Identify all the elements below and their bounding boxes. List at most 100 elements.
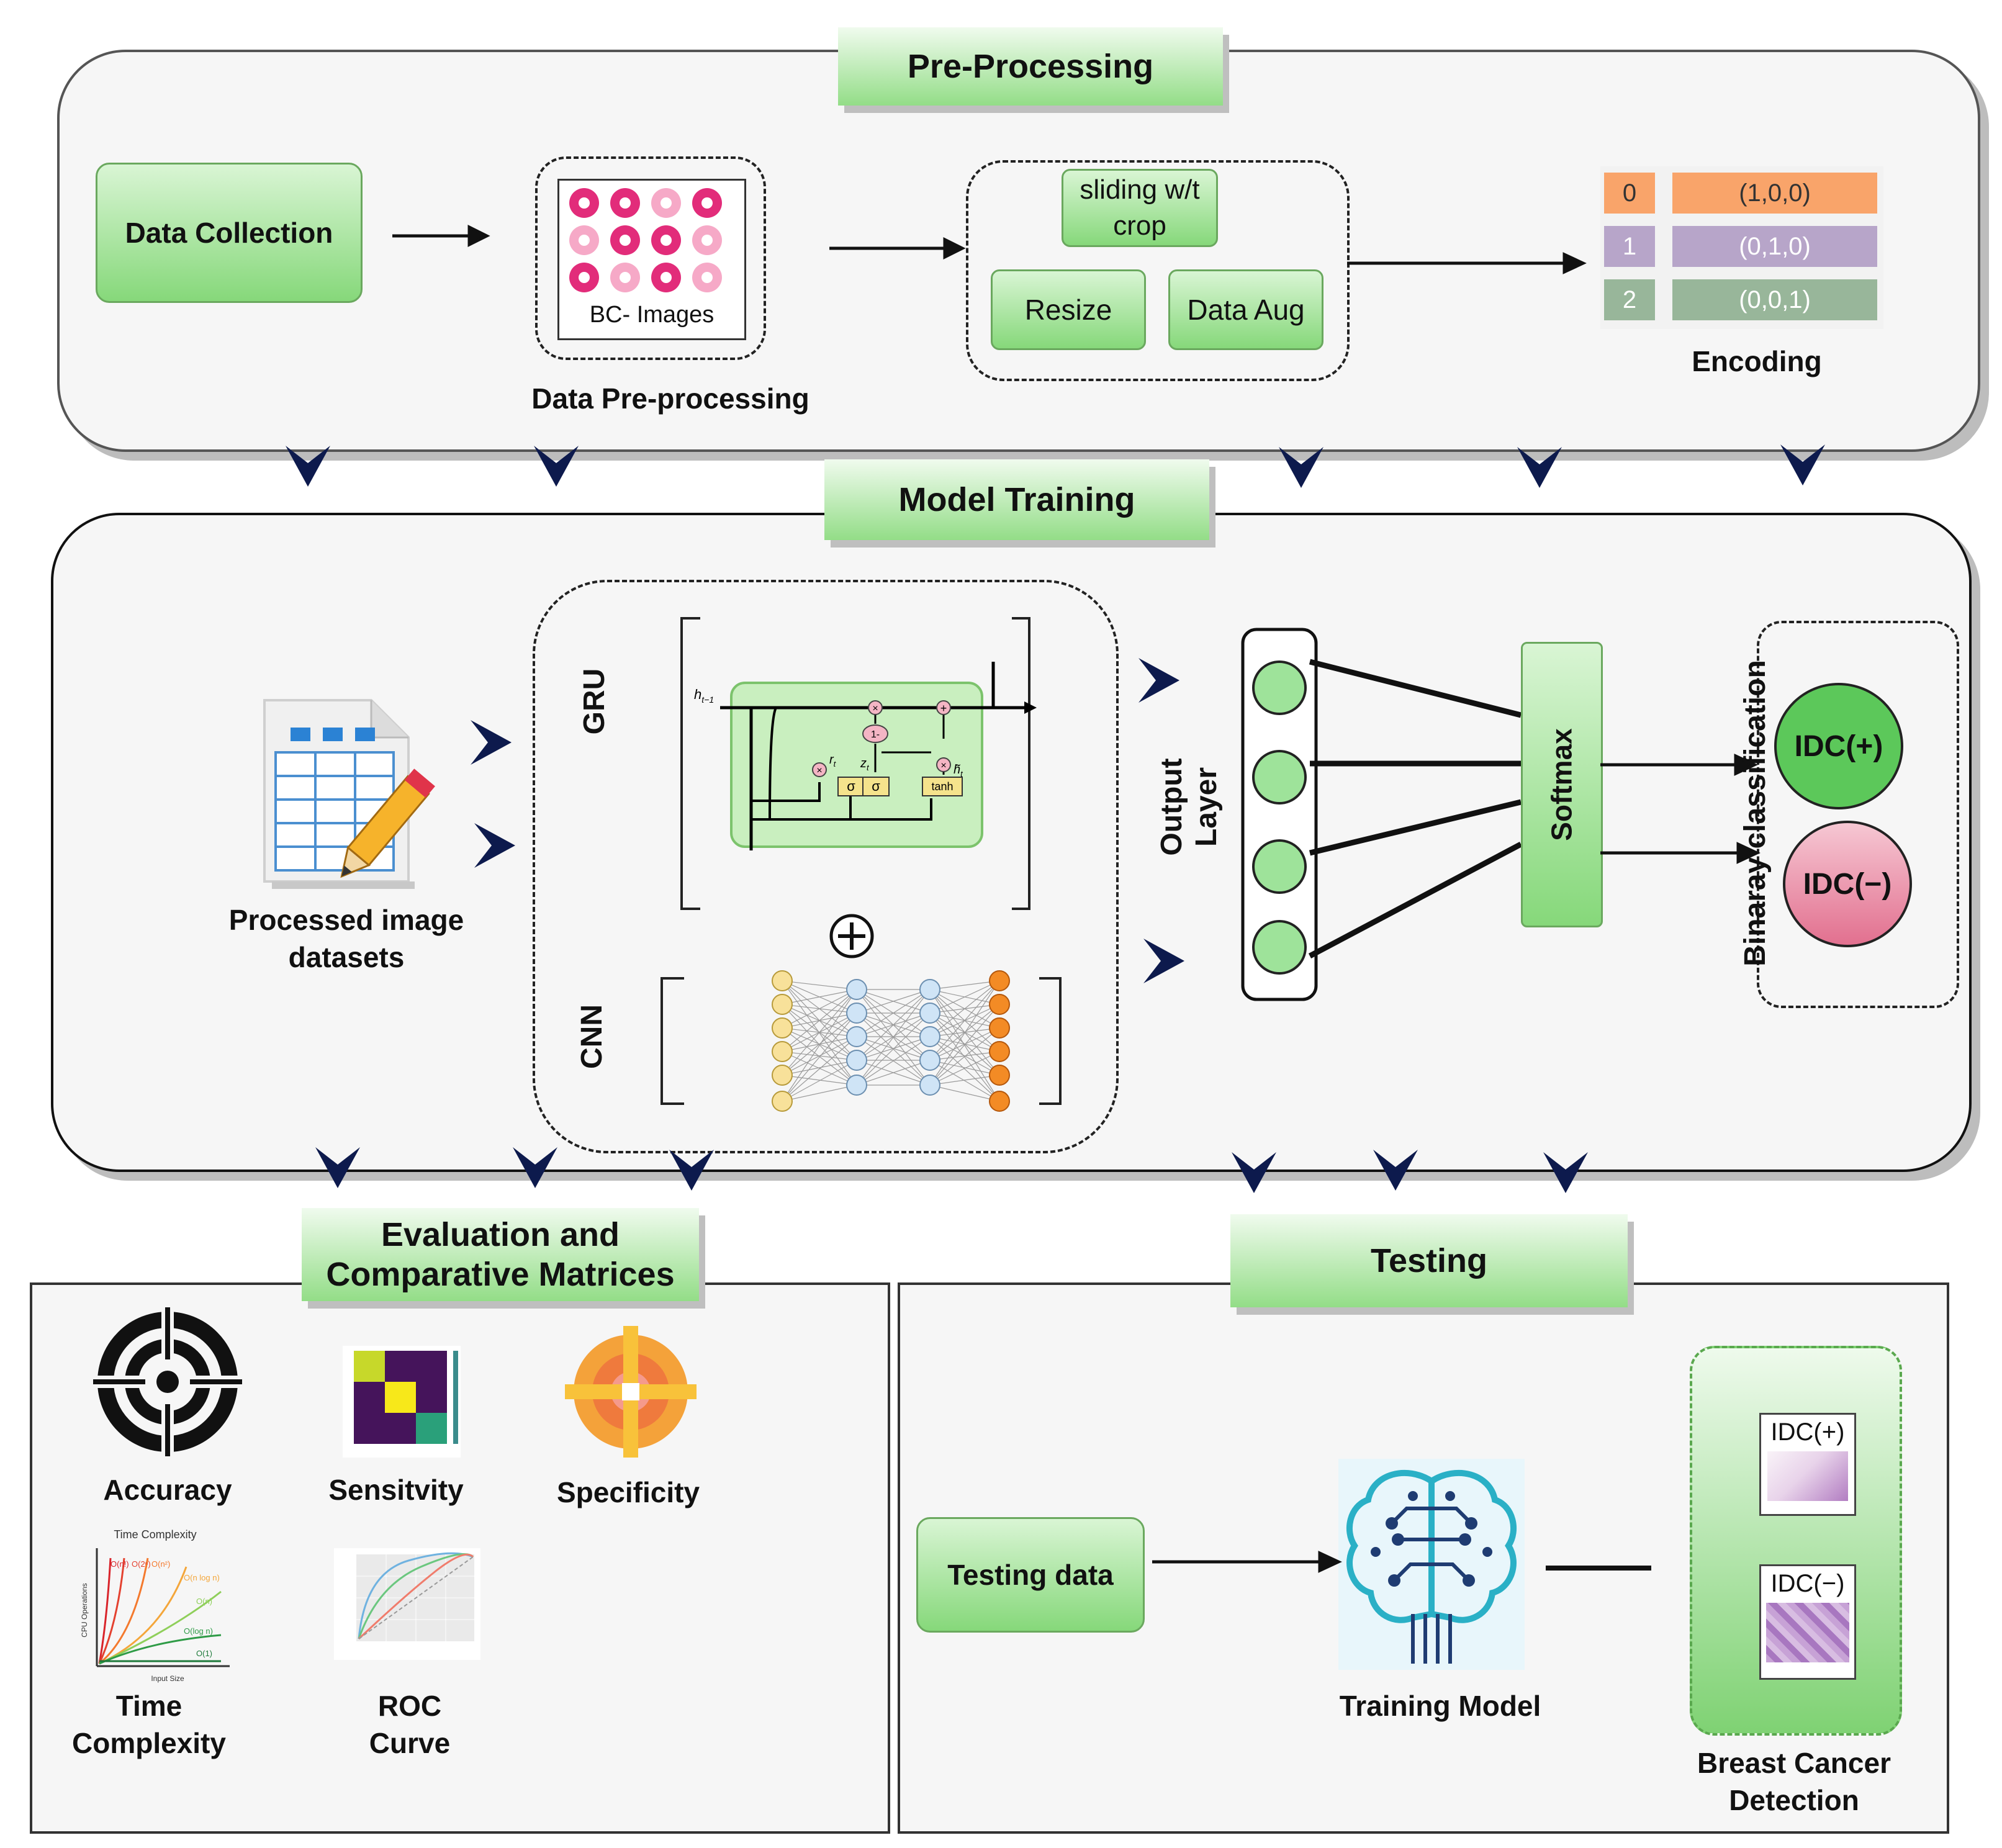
cnn-connection [782,1012,857,1102]
svg-text:O(n²): O(n²) [151,1559,170,1569]
time-complexity-label: Time Complexity [72,1690,226,1759]
cnn-neuron [989,970,1010,991]
encoding-row-vector: (0,0,1) [1672,279,1877,320]
cnn-connection [856,1012,931,1061]
svg-text:zt: zt [860,757,870,772]
encoding-row-index: 0 [1604,173,1655,214]
roc-curve-chart [334,1548,480,1660]
idc-negative-patch [1766,1603,1849,1662]
cnn-connection [782,1051,857,1086]
cnn-connection [929,980,1000,1086]
cnn-connection [782,989,857,1005]
cnn-neuron [989,1041,1010,1062]
sliding-crop-box: sliding w/t crop [1062,169,1218,247]
encoding-row-vector: (1,0,0) [1672,173,1877,214]
encoding-row-vector: (0,1,0) [1672,226,1877,267]
idc-positive-patch [1767,1451,1848,1501]
svg-text:h̃t: h̃t [954,763,963,778]
specificity-label: Specificity [556,1476,700,1508]
training-model-label: Training Model [1339,1690,1541,1722]
cnn-neuron [772,1065,793,1086]
softmax-box: Softmax [1521,642,1603,927]
cnn-neuron [919,1075,940,1096]
bc-image-icon-detail [701,235,713,246]
svg-text:σ: σ [847,778,855,794]
svg-text:CPU Operations: CPU Operations [80,1583,89,1637]
bc-image-icon-detail [661,197,672,209]
evaluation-title: Evaluation and Comparative Matrices [302,1208,699,1301]
data-aug-box: Data Aug [1168,269,1323,350]
cnn-connection [782,1060,857,1076]
cnn-connection [856,989,931,1037]
cnn-connection [856,989,931,1061]
svg-text:Input Size: Input Size [151,1674,184,1683]
idc-negative-label: IDC(−) [1803,867,1892,901]
cnn-connection [929,1060,1000,1076]
encoding-label: Encoding [1692,345,1822,377]
data-preprocessing-label: Data Pre-processing [531,382,809,415]
encoding-row: 2 (0,0,1) [1604,279,1880,320]
cnn-connection [929,980,1000,1061]
gru-label: GRU [578,668,611,735]
cnn-connection [856,989,931,1086]
cnn-neuron [919,979,940,1000]
idc-positive-node: IDC(+) [1774,683,1903,809]
gru-cell-diagram: × + 1- × × σ σ tanh ht−1 rt zt h̃t [680,617,1037,910]
roc-curve-label: ROC Curve [369,1690,451,1759]
cnn-connection [929,980,1000,990]
cnn-connection [929,1004,1000,1086]
preprocessing-ops-dashed-box [966,160,1350,381]
cnn-neuron [919,1050,940,1071]
cnn-neuron [772,1041,793,1062]
cnn-neuron [846,1026,867,1047]
svg-text:σ: σ [872,778,880,794]
cnn-connection [856,989,931,1014]
binary-classification-label: Binaray classification [1739,660,1772,967]
cnn-connection [782,989,857,1102]
cnn-connection [929,1060,1000,1102]
cnn-connection [782,980,857,1086]
cnn-connection [782,1084,857,1102]
cnn-connection [929,989,1000,1102]
cnn-neuron [989,994,1010,1015]
cnn-connection [782,1036,857,1102]
cnn-neuron [846,1050,867,1071]
svg-text:×: × [872,703,878,714]
bc-image-icon-detail [701,197,713,209]
encoding-row-index: 1 [1604,226,1655,267]
svg-text:Time Complexity: Time Complexity [114,1528,196,1541]
encoding-row: 0 (1,0,0) [1604,173,1880,214]
output-to-softmax-network [1241,628,1523,1001]
bc-image-icon-detail [579,235,590,246]
time-complexity-chart: Time Complexity CPU Operations Input Siz… [80,1528,230,1683]
bc-image-icon-detail [620,272,631,283]
bc-icons-grid [569,188,722,292]
svg-text:×: × [940,760,946,771]
preprocessing-title: Pre-Processing [838,27,1223,106]
cnn-connection [929,1027,1000,1086]
gru-cnn-dashed-box [533,580,1119,1153]
detection-idc-positive-tile: IDC(+) [1759,1413,1856,1516]
bc-images-thumbnail: BC- Images [557,179,746,340]
cnn-neuron [919,1003,940,1024]
cnn-diagram [661,970,1062,1112]
confusion-matrix-icon [343,1346,461,1458]
svg-text:O(1): O(1) [196,1649,212,1658]
softmax-label: Softmax [1546,728,1579,841]
bc-image-icon-detail [579,197,590,209]
idc-negative-node: IDC(−) [1783,821,1912,947]
svg-text:O(n): O(n) [196,1597,212,1606]
bc-image-icon-detail [620,235,631,246]
idc-positive-label: IDC(+) [1794,729,1883,763]
svg-text:ht−1: ht−1 [694,687,714,705]
cnn-neuron [772,1017,793,1039]
svg-text:+: + [940,702,947,714]
cnn-neuron [846,1075,867,1096]
testing-data-box: Testing data [916,1517,1145,1633]
encoding-row-index: 2 [1604,279,1655,320]
cnn-neuron [772,970,793,991]
cnn-connection [782,1075,857,1086]
sensitivity-label: Sensitvity [328,1474,464,1506]
svg-text:O(2ⁿ): O(2ⁿ) [132,1559,151,1569]
cnn-connection [782,1027,857,1086]
